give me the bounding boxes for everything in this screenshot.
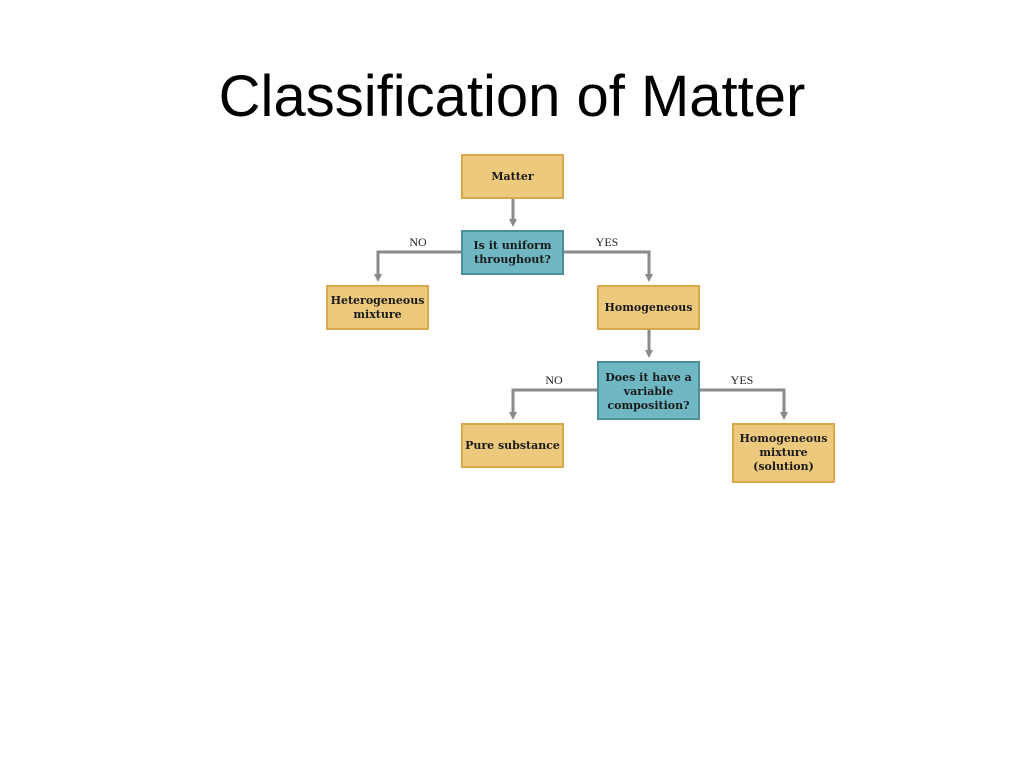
box-pure-substance: Pure substance	[461, 423, 564, 468]
box-heterogeneous-line: Heterogeneous	[331, 294, 425, 307]
box-solution-line: (solution)	[753, 460, 814, 473]
box-variable-question-line: variable	[623, 385, 674, 398]
box-variable-question-line: Does it have a	[605, 371, 691, 384]
box-homogeneous-mixture-solution: Homogeneous mixture (solution)	[732, 423, 835, 483]
box-solution-line: Homogeneous	[740, 432, 828, 445]
box-variable-composition-question: Does it have a variable composition?	[597, 361, 700, 420]
box-variable-question-line: composition?	[607, 399, 689, 412]
box-uniform-question-line: throughout?	[474, 253, 551, 266]
label-uniform-yes: YES	[596, 235, 619, 249]
slide-title: Classification of Matter	[218, 64, 806, 129]
edge-uniform-no-to-heterogeneous	[374, 250, 462, 282]
connectors	[374, 198, 788, 420]
box-uniform-question-line: Is it uniform	[474, 239, 552, 252]
label-variable-no: NO	[545, 373, 563, 387]
box-pure-substance-line: Pure substance	[465, 439, 560, 452]
edge-labels: NO YES NO YES	[409, 235, 753, 387]
label-uniform-no: NO	[409, 235, 427, 249]
box-matter-line: Matter	[491, 170, 533, 183]
label-variable-yes: YES	[731, 373, 754, 387]
edge-variable-no-to-pure-substance	[509, 388, 598, 420]
box-homogeneous: Homogeneous	[597, 285, 700, 330]
box-solution-line: mixture	[759, 446, 807, 459]
box-uniform-question: Is it uniform throughout?	[461, 230, 564, 275]
edge-variable-yes-to-solution	[698, 388, 788, 420]
box-heterogeneous-mixture: Heterogeneous mixture	[326, 285, 429, 330]
box-heterogeneous-line: mixture	[353, 308, 401, 321]
box-homogeneous-line: Homogeneous	[605, 301, 693, 314]
box-matter: Matter	[461, 154, 564, 199]
edge-uniform-yes-to-homogeneous	[563, 250, 653, 282]
